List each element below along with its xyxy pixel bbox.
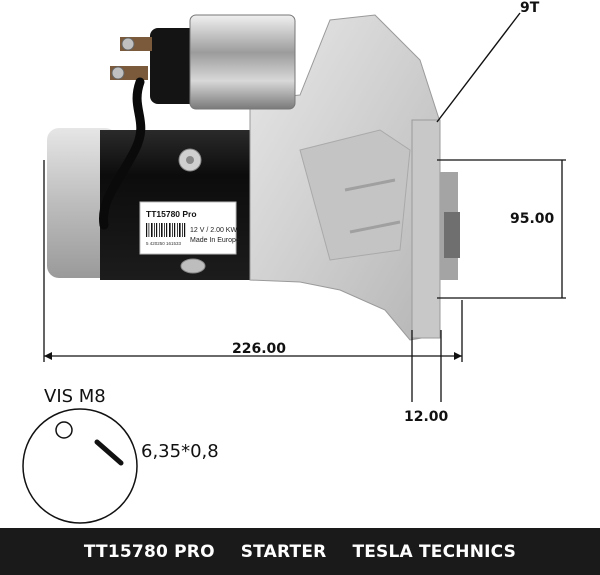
- length-value: 226.00: [232, 341, 286, 357]
- starter-motor-illustration: [47, 14, 460, 341]
- flange-offset-value: 12.00: [404, 409, 449, 425]
- product-label: TT15780 Pro 12 V / 2.00 KW Made In Europ…: [139, 201, 240, 255]
- teeth-count: 9T: [520, 0, 540, 16]
- barcode: [146, 223, 186, 237]
- footer-product-type: STARTER: [240, 541, 327, 562]
- dimension-height: 95.00: [437, 159, 566, 299]
- dimension-flange-offset: 12.00: [404, 330, 449, 425]
- label-origin: Made In Europe: [190, 237, 240, 244]
- technical-drawing: TT15780 Pro 12 V / 2.00 KW Made In Europ…: [22, 0, 566, 524]
- mounting-title: VIS M8: [44, 386, 106, 407]
- footer-bar: TT15780 PRO STARTER TESLA TECHNICS: [0, 528, 600, 575]
- label-part-number: TT15780 Pro: [146, 209, 197, 219]
- height-value: 95.00: [510, 211, 555, 227]
- footer-part-number: TT15780 PRO: [83, 541, 215, 562]
- label-rating: 12 V / 2.00 KW: [190, 227, 237, 234]
- dimension-length: 226.00: [43, 160, 463, 362]
- footer-brand: TESLA TECHNICS: [352, 541, 517, 562]
- mounting-detail: VIS M8 6,35*0,8: [22, 386, 219, 524]
- mounting-spec: 6,35*0,8: [141, 441, 219, 462]
- barcode-number: 5 420250 161533: [146, 241, 182, 246]
- dimension-teeth: 9T: [436, 0, 540, 123]
